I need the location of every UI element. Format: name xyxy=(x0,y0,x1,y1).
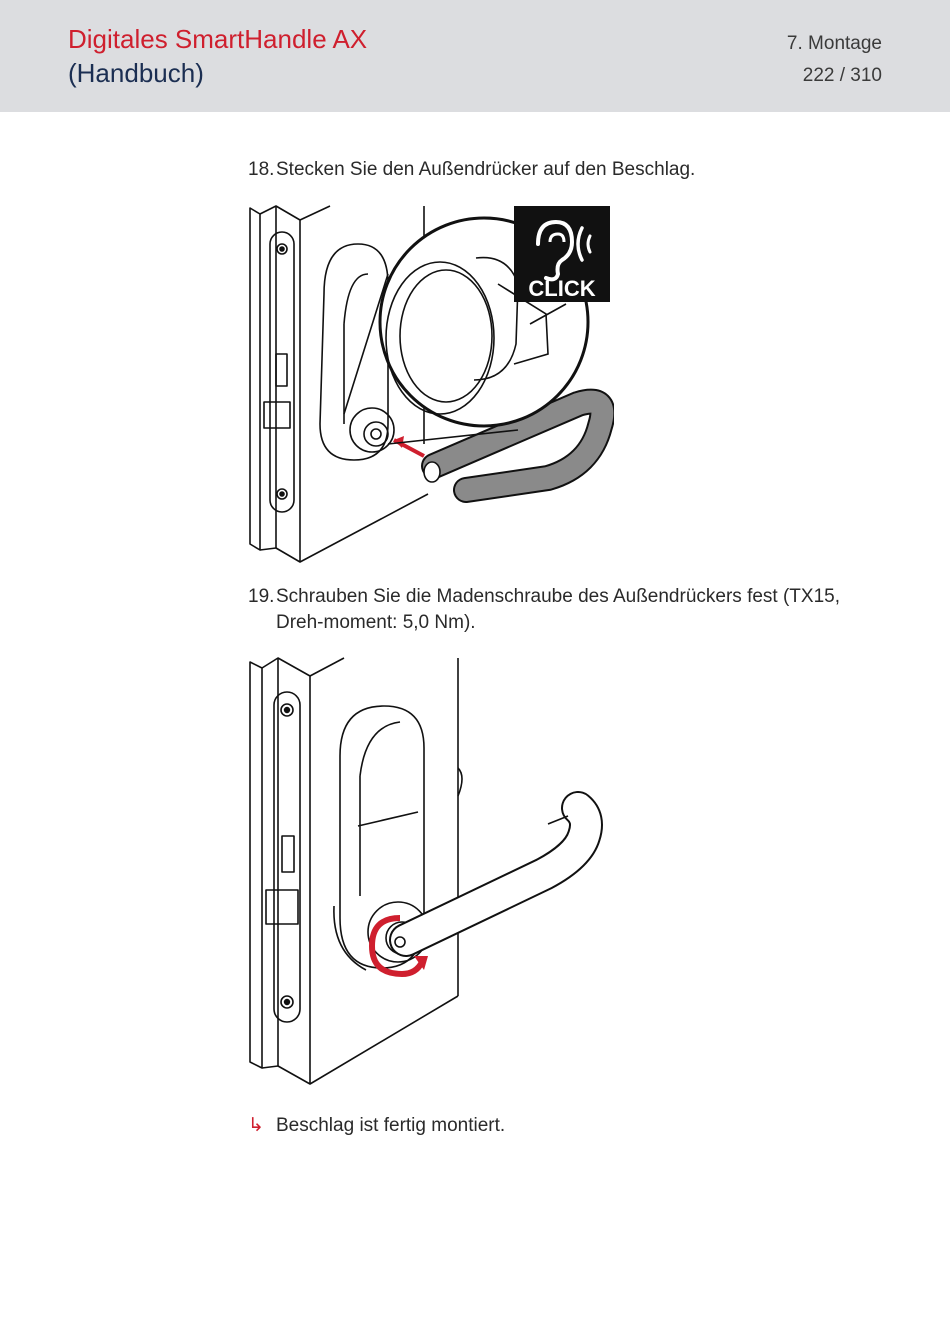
chapter-info: 7. Montage 222 / 310 xyxy=(787,28,882,92)
document-title: Digitales SmartHandle AX (Handbuch) xyxy=(68,22,367,90)
result-text: Beschlag ist fertig montiert. xyxy=(276,1115,506,1136)
step-number: 19. xyxy=(248,586,275,607)
step-18: 18. Stecken Sie den Außendrücker auf den… xyxy=(248,157,888,183)
page-number: 222 / 310 xyxy=(802,65,882,86)
ear-click-icon xyxy=(536,219,592,282)
result-line: ↳ Beschlag ist fertig montiert. xyxy=(248,1112,505,1139)
result-arrow-icon: ↳ xyxy=(248,1114,264,1136)
step-19: 19. Schrauben Sie die Madenschraube des … xyxy=(248,584,888,636)
step-number: 18. xyxy=(248,159,275,180)
step-text: Stecken Sie den Außendrücker auf den Bes… xyxy=(276,159,696,180)
chapter-name: 7. Montage xyxy=(786,33,882,54)
click-label: CLICK xyxy=(528,276,595,301)
document-title-line1: Digitales SmartHandle AX xyxy=(68,24,368,54)
rotation-arrow-icon xyxy=(368,915,428,978)
illustration-push-handle: CLICK xyxy=(249,205,614,563)
document-title-line2: (Handbuch) xyxy=(68,58,204,88)
page-header: Digitales SmartHandle AX (Handbuch) 7. M… xyxy=(0,0,950,112)
illustration-tighten-screw xyxy=(249,657,603,1085)
step-text: Schrauben Sie die Madenschraube des Auße… xyxy=(276,586,840,633)
